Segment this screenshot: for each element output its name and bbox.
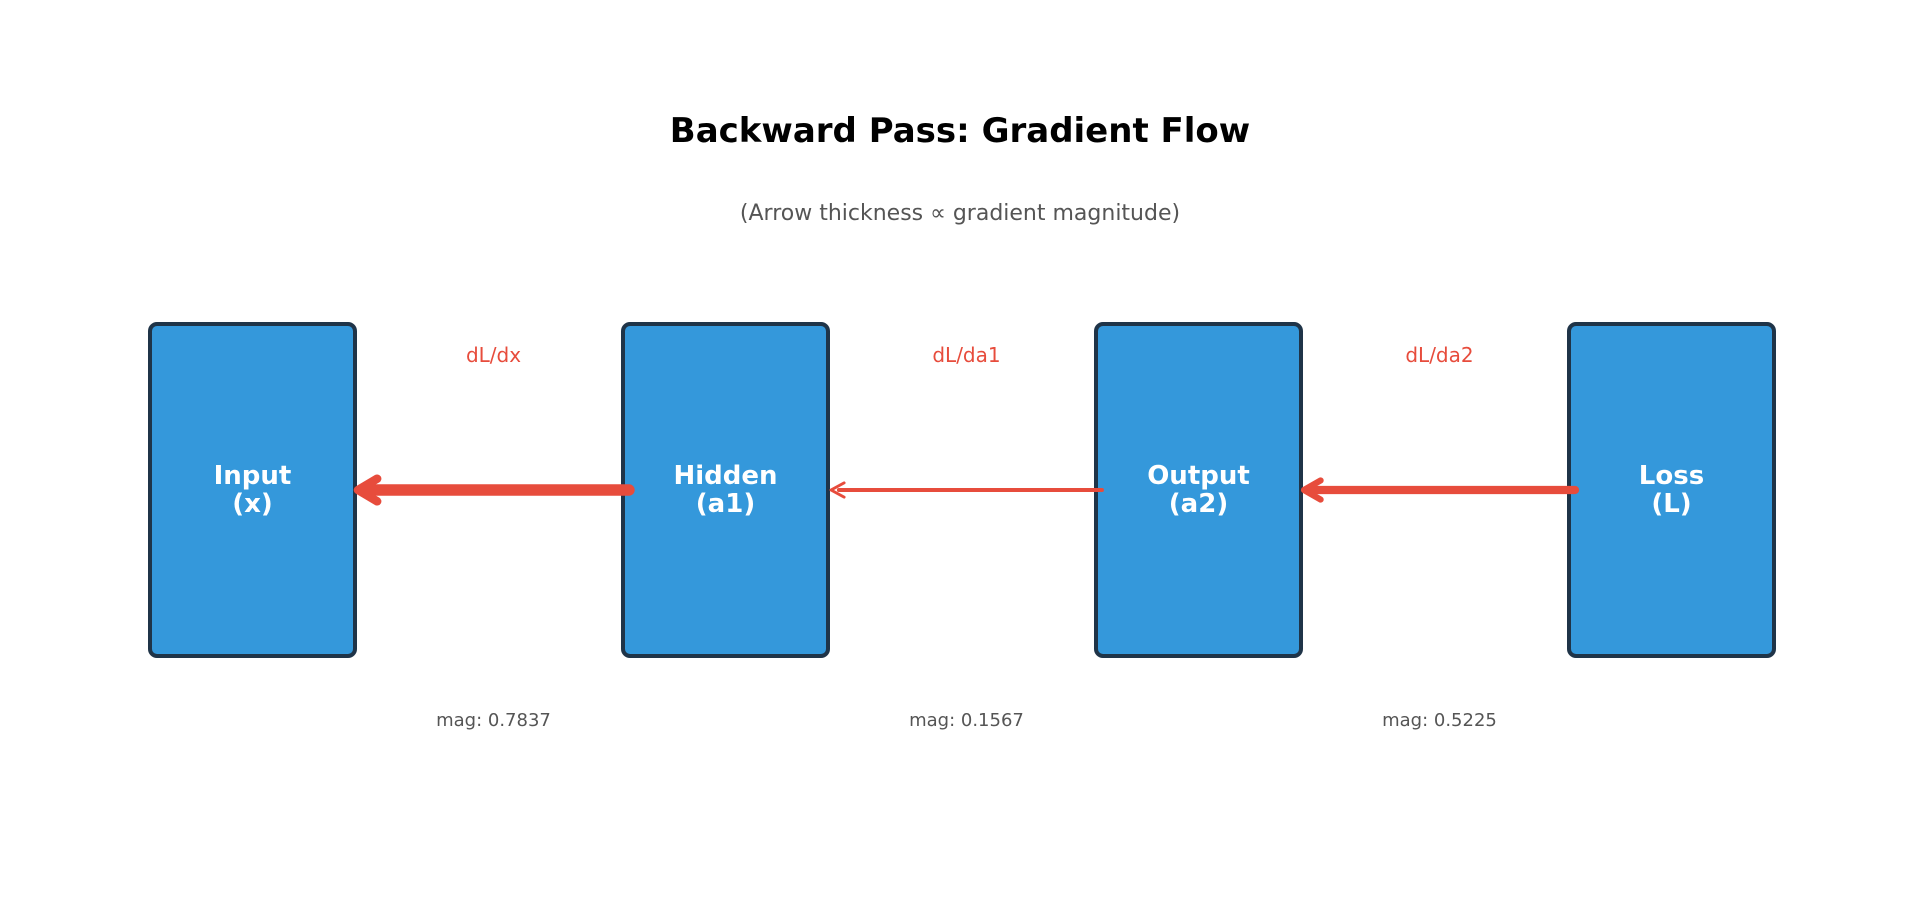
node-label-line2: (a2) (1169, 489, 1228, 519)
gradient-arrow-head (353, 474, 382, 506)
node-label-line1: Input (214, 461, 292, 491)
node-label-line1: Loss (1639, 461, 1704, 491)
gradient-arrow-head (1300, 477, 1324, 503)
node-label-line1: Hidden (673, 461, 777, 491)
gradient-arrow-head (829, 481, 846, 499)
gradient-label: dL/da1 (932, 343, 1000, 367)
diagram-title: Backward Pass: Gradient Flow (670, 111, 1250, 151)
nodes-layer: Input(x) Hidden(a1) Output(a2) Loss(L) (148, 322, 1776, 658)
gradient-edge-dl-dx: dL/dx mag: 0.7837 (353, 343, 635, 731)
node-loss: Loss(L) (1567, 322, 1776, 658)
edges-layer: dL/dx mag: 0.7837 dL/da1 mag: 0.1567 dL/da2 m… (353, 343, 1580, 731)
node-input: Input(x) (148, 322, 357, 658)
magnitude-label: mag: 0.7837 (436, 710, 551, 731)
gradient-edge-dl-da1: dL/da1 mag: 0.1567 (829, 343, 1104, 731)
diagram-subtitle: (Arrow thickness ∝ gradient magnitude) (740, 201, 1180, 226)
gradient-label: dL/da2 (1405, 343, 1473, 367)
node-label-line1: Output (1147, 461, 1250, 491)
node-label-line2: (x) (232, 489, 273, 519)
node-output: Output(a2) (1094, 322, 1303, 658)
node-label-line2: (a1) (696, 489, 755, 519)
gradient-edge-dl-da2: dL/da2 mag: 0.5225 (1300, 343, 1580, 731)
magnitude-label: mag: 0.5225 (1382, 710, 1497, 731)
node-hidden: Hidden(a1) (621, 322, 830, 658)
gradient-label: dL/dx (466, 343, 521, 367)
magnitude-label: mag: 0.1567 (909, 710, 1024, 731)
node-label-line2: (L) (1651, 489, 1691, 519)
